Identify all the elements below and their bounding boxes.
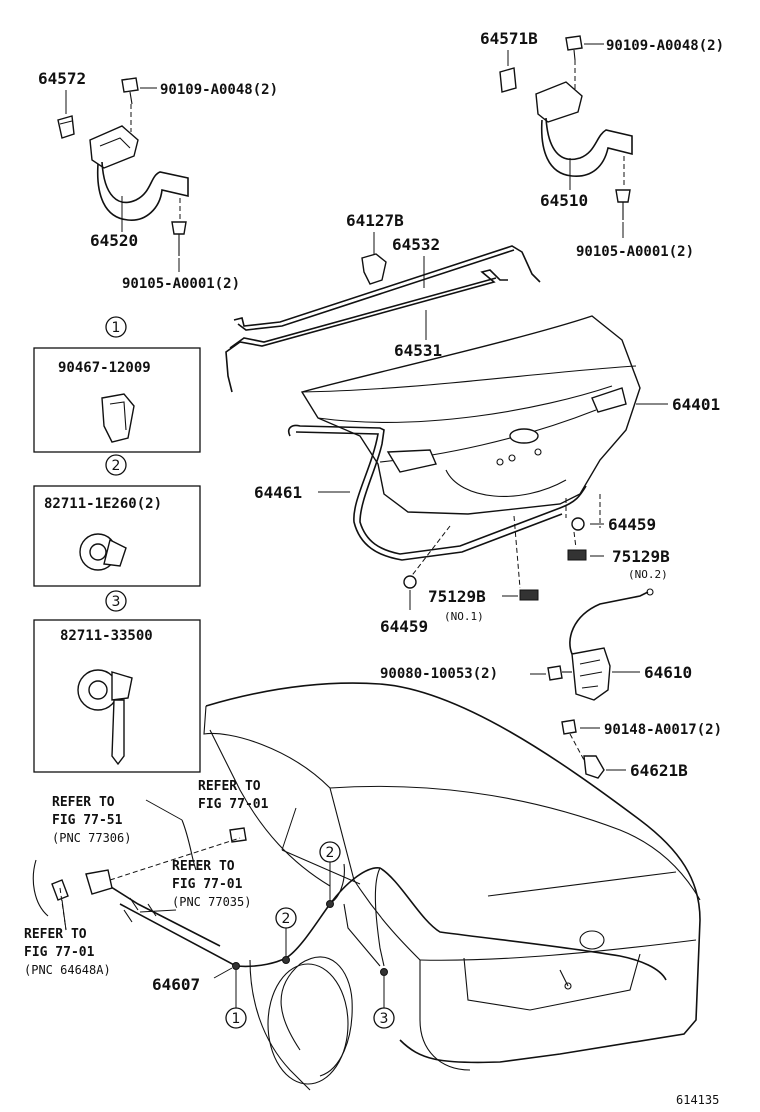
- bolt-label-left-bottom[interactable]: 90105-A0001(2): [122, 276, 240, 292]
- torsion-bars: 64127B 64532 64531: [225, 211, 541, 393]
- part-label-75129B-no1[interactable]: 75129B: [428, 587, 486, 606]
- refer-2-line1[interactable]: REFER TO: [198, 779, 261, 794]
- part-label-64621B[interactable]: 64621B: [630, 761, 688, 780]
- bolt-icon: [565, 35, 583, 61]
- car-body: [203, 682, 701, 1091]
- callout-number-1: 1: [112, 320, 121, 336]
- bolt-icon: [121, 77, 139, 105]
- part-label-64610[interactable]: 64610: [644, 663, 692, 682]
- hinge-64510-icon: [535, 81, 633, 177]
- bolt-label-left-top[interactable]: 90109-A0048(2): [160, 82, 278, 98]
- refer-notes: REFER TO FIG 77-51 (PNC 77306) REFER TO …: [24, 779, 361, 977]
- torsion-bar-64532: [233, 245, 541, 327]
- marker-2b: 2: [326, 845, 335, 861]
- clamp-82711-33500-icon: [77, 669, 133, 766]
- refer-2-line2[interactable]: FIG 77-01: [198, 797, 269, 812]
- part-label-64531[interactable]: 64531: [394, 341, 442, 360]
- bolt-icon: [229, 827, 247, 843]
- tail-lamp-left: [386, 449, 437, 473]
- bolt-icon: [171, 221, 187, 256]
- part-label-64461[interactable]: 64461: [254, 483, 302, 502]
- refer-1-line2[interactable]: FIG 77-51: [52, 813, 123, 828]
- markers: 1 2 2 3: [225, 841, 395, 1029]
- callout-part-82711-1E260[interactable]: 82711-1E260(2): [44, 496, 162, 512]
- emblem-icon: [509, 428, 539, 444]
- stopper-75129B-no2-icon: [567, 549, 587, 561]
- part-label-64572[interactable]: 64572: [38, 69, 86, 88]
- torsion-bar-64531: [225, 269, 508, 393]
- refer-4-line2[interactable]: FIG 77-01: [24, 945, 95, 960]
- refer-4-line3[interactable]: (PNC 64648A): [24, 963, 111, 977]
- cushion-64459-icon: [571, 517, 585, 531]
- bolt-label-90148[interactable]: 90148-A0017(2): [604, 722, 722, 738]
- callout-3: 3 82711-33500: [33, 590, 201, 773]
- callout-part-90467-12009[interactable]: 90467-12009: [58, 360, 151, 376]
- part-label-75129B-no2[interactable]: 75129B: [612, 547, 670, 566]
- striker-64621B-icon: [583, 755, 605, 779]
- marker-3: 3: [380, 1011, 389, 1027]
- part-label-64510[interactable]: 64510: [540, 191, 588, 210]
- refer-1-line3[interactable]: (PNC 77306): [52, 831, 131, 845]
- refer-4-line1[interactable]: REFER TO: [24, 927, 87, 942]
- part-label-64532[interactable]: 64532: [392, 235, 440, 254]
- left-hinge-assembly: 64572 90109-A0048(2) 64520 90105-A0001(2…: [38, 69, 278, 292]
- marker-2a: 2: [282, 911, 291, 927]
- diagram-id: 614135: [676, 1093, 719, 1107]
- part-label-64571B[interactable]: 64571B: [480, 29, 538, 48]
- marker-1: 1: [232, 1011, 241, 1027]
- tail-lamp-right: [591, 387, 627, 413]
- part-label-64459-lower[interactable]: 64459: [380, 617, 428, 636]
- handle-icon: [85, 869, 113, 895]
- refer-3-line2[interactable]: FIG 77-01: [172, 877, 243, 892]
- callout-2: 2 82711-1E260(2): [33, 454, 201, 587]
- cushion-stoppers: 64459 75129B (NO.2) 64459 75129B (NO.1): [380, 494, 670, 636]
- note-no1: (NO.1): [444, 610, 484, 623]
- trunk-lid: 64401: [300, 315, 720, 515]
- right-hinge-assembly: 64571B 90109-A0048(2) 64510 90105-A0001(…: [480, 29, 724, 260]
- clamp-82711-1E260-icon: [79, 533, 127, 571]
- bolt-icon: [615, 189, 631, 220]
- part-label-64607[interactable]: 64607: [152, 975, 200, 994]
- callout-number-3: 3: [112, 594, 121, 610]
- part-label-64127B[interactable]: 64127B: [346, 211, 404, 230]
- bolt-label-right-bottom[interactable]: 90105-A0001(2): [576, 244, 694, 260]
- bumper-64571B-icon: [499, 67, 517, 93]
- bolt-icon: [561, 719, 577, 735]
- hinge-64520-icon: [89, 125, 189, 221]
- part-label-64401[interactable]: 64401: [672, 395, 720, 414]
- stopper-75129B-no1-icon: [519, 589, 539, 601]
- clip-90467-icon: [101, 393, 135, 443]
- bolt-label-90080[interactable]: 90080-10053(2): [380, 666, 498, 682]
- lock-64610-icon: [571, 647, 611, 701]
- part-label-64520[interactable]: 64520: [90, 231, 138, 250]
- refer-3-line1[interactable]: REFER TO: [172, 859, 235, 874]
- bumper-64572-icon: [57, 115, 75, 139]
- clip-64127B-icon: [361, 253, 387, 285]
- part-label-64459-upper[interactable]: 64459: [608, 515, 656, 534]
- bolt-icon: [547, 665, 572, 681]
- callout-number-2: 2: [112, 458, 121, 474]
- bolt-label-right-top[interactable]: 90109-A0048(2): [606, 38, 724, 54]
- weatherstrip-64461: 64461: [254, 424, 587, 561]
- lock-assembly: 64610 90080-10053(2) 90148-A0017(2) 6462…: [380, 588, 722, 780]
- refer-1-line1[interactable]: REFER TO: [52, 795, 115, 810]
- callout-part-82711-33500[interactable]: 82711-33500: [60, 628, 153, 644]
- refer-3-line3[interactable]: (PNC 77035): [172, 895, 251, 909]
- callout-1: 1 90467-12009: [33, 316, 201, 453]
- cushion-64459-lower-icon: [403, 575, 417, 589]
- note-no2: (NO.2): [628, 568, 668, 581]
- release-cable-64607: 64607: [51, 827, 667, 994]
